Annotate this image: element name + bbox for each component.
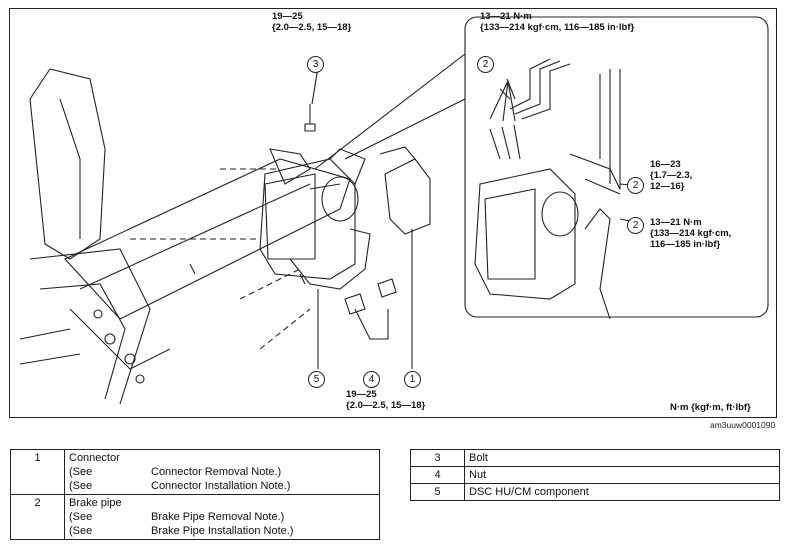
row-description: Connector (See Connector Removal Note.) (… <box>64 449 380 495</box>
torque-label-inset-low: 13—21 N·m{133—214 kgf·cm,116—185 in·lbf} <box>650 217 732 250</box>
units-label: N·m {kgf·m, ft·lbf} <box>670 402 751 413</box>
part-name: Bolt <box>464 449 780 467</box>
table-row: 4 Nut <box>410 466 780 484</box>
torque-label-inset-mid: 16—23{1.7—2.3,12—16} <box>650 159 693 192</box>
inset-frame <box>464 16 769 318</box>
callout-2c: 2 <box>627 217 644 234</box>
callout-1: 1 <box>404 371 421 388</box>
callout-5: 5 <box>308 371 325 388</box>
table-row: 3 Bolt <box>410 449 780 467</box>
see-label: (See <box>69 525 93 537</box>
row-number: 4 <box>410 466 465 484</box>
torque-label-inset-top: 13—21 N·m{133—214 kgf·cm, 116—185 in·lbf… <box>480 11 635 33</box>
part-name: Brake pipe <box>69 497 122 509</box>
callout-4: 4 <box>363 371 380 388</box>
table-row: 5 DSC HU/CM component <box>410 483 780 501</box>
callout-2a: 2 <box>477 56 494 73</box>
strut-tower <box>29 68 106 260</box>
callout-2b: 2 <box>627 177 644 194</box>
nut-drawing <box>344 278 397 315</box>
connector-drawing <box>384 158 431 235</box>
parts-table-right: 3 Bolt 4 Nut 5 DSC HU/CM component <box>410 449 780 501</box>
row-number: 3 <box>410 449 465 467</box>
frame-rail <box>64 158 351 320</box>
note-ref: Connector Installation Note.) <box>151 480 291 492</box>
torque-label-bolt: 19—25{2.0—2.5, 15—18} <box>272 11 352 33</box>
note-ref: Connector Removal Note.) <box>151 466 282 478</box>
note-ref: Brake Pipe Removal Note.) <box>151 511 285 523</box>
see-label: (See <box>69 466 93 478</box>
parts-table-left: 1 Connector (See Connector Removal Note.)… <box>10 449 380 540</box>
see-label: (See <box>69 480 93 492</box>
see-label: (See <box>69 511 93 523</box>
part-name: Connector <box>69 452 120 464</box>
bolt-drawing <box>304 104 316 132</box>
figure-id: am3uuw0001090 <box>710 420 776 430</box>
row-description: Brake pipe (See Brake Pipe Removal Note.)… <box>64 494 380 540</box>
callout-3: 3 <box>307 56 324 73</box>
diagram-frame: 19—25{2.0—2.5, 15—18} 3 13—21 N·m{133—21… <box>9 8 777 418</box>
row-number: 5 <box>410 483 465 501</box>
table-row: 2 Brake pipe (See Brake Pipe Removal Note… <box>10 494 380 540</box>
hucm-body <box>259 158 356 280</box>
row-number: 1 <box>10 449 65 495</box>
torque-label-nut: 19—25{2.0—2.5, 15—18} <box>346 389 426 411</box>
part-name: Nut <box>464 466 780 484</box>
part-name: DSC HU/CM component <box>464 483 780 501</box>
exploded-view-drawing <box>19 16 769 405</box>
table-row: 1 Connector (See Connector Removal Note.)… <box>10 449 380 495</box>
row-number: 2 <box>10 494 65 540</box>
note-ref: Brake Pipe Installation Note.) <box>151 525 294 537</box>
